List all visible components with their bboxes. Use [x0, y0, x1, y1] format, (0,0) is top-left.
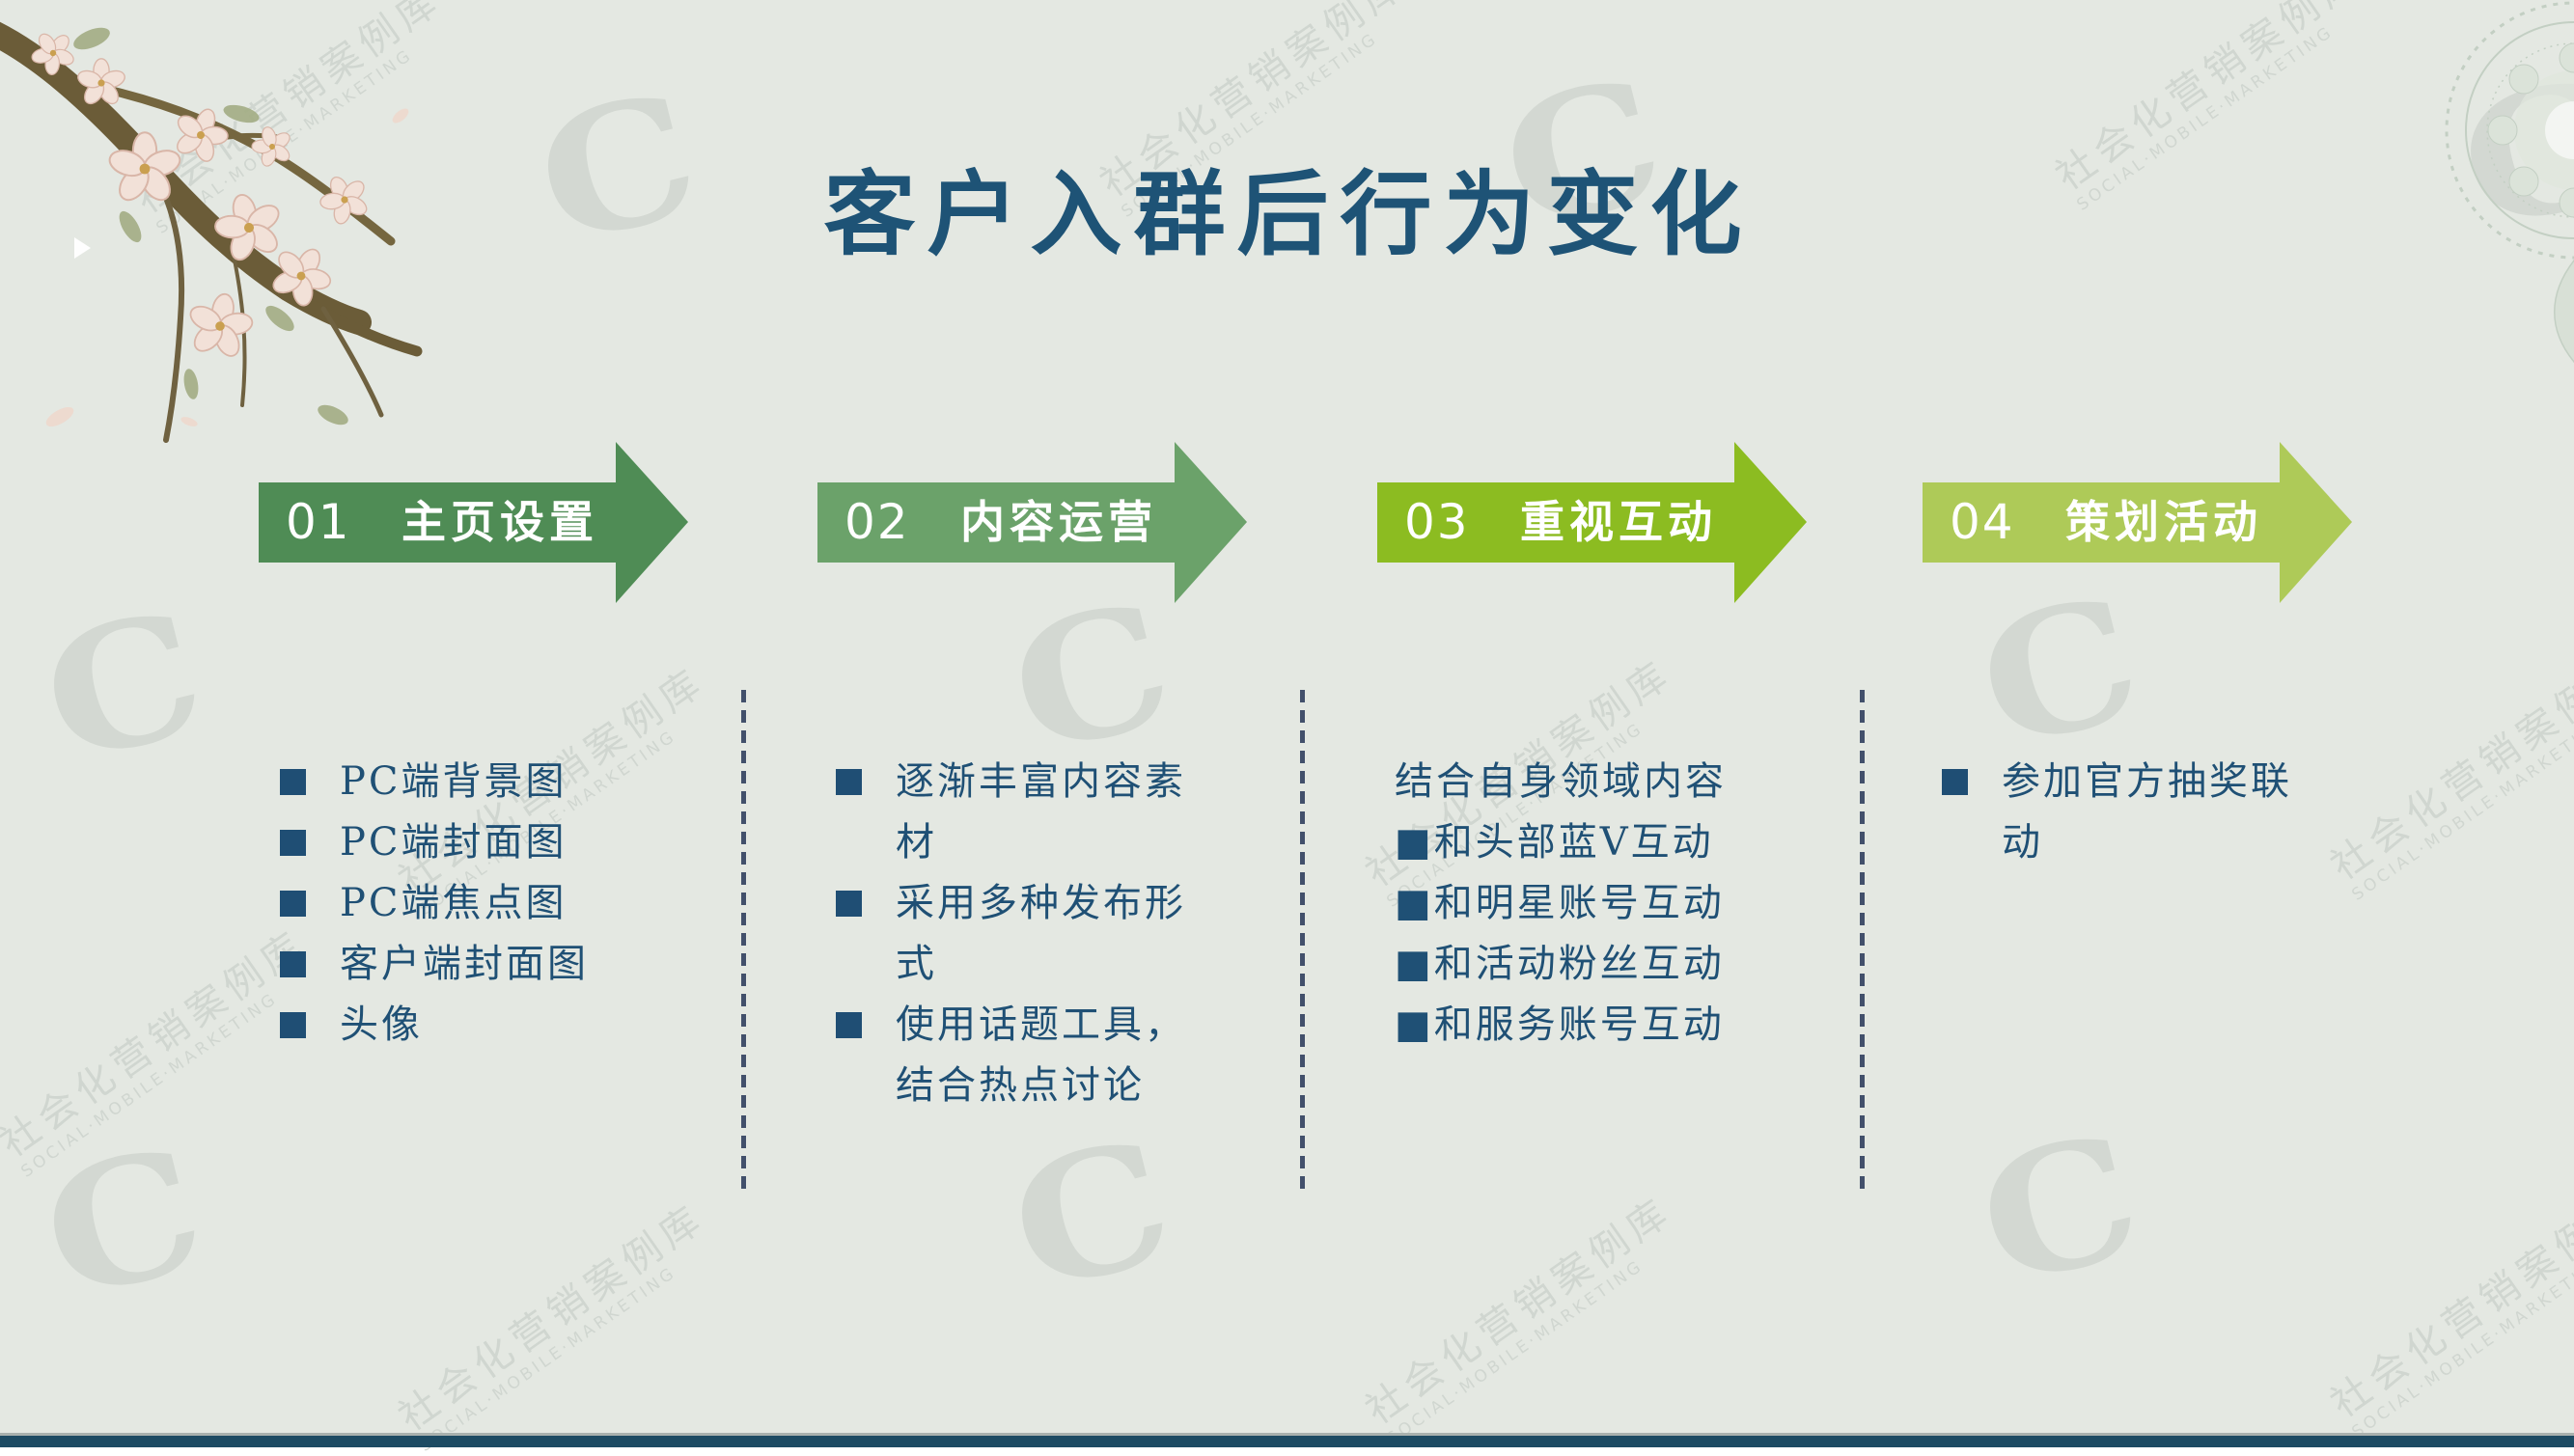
arrow-shape: [259, 442, 688, 603]
list-item: ■和活动粉丝互动: [1395, 942, 1725, 986]
watermark-text: 社会化营销案例库 SOCIAL·MOBILE·MARKETING: [2322, 644, 2574, 905]
arrow-shape: [1923, 442, 2352, 603]
square-bullet-icon: [836, 1012, 862, 1038]
list-item: 逐渐丰富内容素材: [836, 752, 1203, 873]
watermark-logo: C: [1960, 1093, 2159, 1326]
square-bullet-icon: [280, 951, 306, 977]
dashed-divider: [741, 690, 746, 1194]
lace-ornament-decoration: [2445, 1, 2574, 364]
step-label: 主页设置: [401, 496, 598, 548]
step-arrow-2: 02 内容运营: [817, 442, 1247, 603]
watermark-text: 社会化营销案例库 SOCIAL·MOBILE·MARKETING: [1357, 1188, 1681, 1449]
square-bullet-icon: [280, 769, 306, 795]
list-item: 采用多种发布形式: [836, 873, 1203, 995]
list-item: 客户端封面图: [280, 934, 598, 995]
list-item: 参加官方抽奖联动: [1942, 752, 2309, 873]
square-bullet-icon: [836, 769, 862, 795]
play-icon: [74, 237, 91, 259]
step-arrow-4: 04 策划活动: [1923, 442, 2352, 603]
step-1-list: PC端背景图 PC端封面图 PC端焦点图 客户端封面图 头像: [280, 752, 598, 1056]
step-number: 02: [844, 494, 910, 550]
step-arrow-1: 01 主页设置: [259, 442, 688, 603]
list-item: PC端焦点图: [280, 873, 598, 934]
step-number: 03: [1404, 494, 1470, 550]
step-number: 04: [1950, 494, 2015, 550]
step-label: 策划活动: [2065, 496, 2262, 548]
list-item: PC端背景图: [280, 752, 598, 812]
watermark-logo: C: [992, 562, 1191, 794]
list-item: PC端封面图: [280, 812, 598, 873]
footer-bar: [0, 1436, 2574, 1447]
square-bullet-icon: [280, 891, 306, 917]
list-item: 结合自身领域内容: [1395, 759, 1727, 804]
dashed-divider: [1860, 690, 1865, 1194]
square-bullet-icon: [836, 891, 862, 917]
list-item: ■和明星账号互动: [1395, 881, 1725, 925]
step-2-list: 逐渐丰富内容素材 采用多种发布形式 使用话题工具，结合热点讨论: [836, 752, 1203, 1116]
step-number: 01: [286, 494, 351, 550]
watermark-text: 社会化营销案例库 SOCIAL·MOBILE·MARKETING: [2322, 1181, 2574, 1442]
footer-divider-line: [0, 1433, 2574, 1436]
square-bullet-icon: [280, 830, 306, 856]
watermark-logo: C: [24, 570, 223, 803]
step-4-list: 参加官方抽奖联动: [1942, 752, 2309, 873]
arrow-shape: [817, 442, 1247, 603]
arrow-shape: [1377, 442, 1807, 603]
square-bullet-icon: [280, 1012, 306, 1038]
plum-blossom-decoration: [0, 21, 423, 443]
list-item: ■和头部蓝V互动: [1395, 820, 1714, 865]
dashed-divider: [1300, 690, 1305, 1194]
watermark-text: 社会化营销案例库 SOCIAL·MOBILE·MARKETING: [390, 1195, 714, 1456]
square-bullet-icon: [1942, 769, 1968, 795]
step-label: 内容运营: [960, 496, 1157, 548]
step-arrow-3: 03 重视互动: [1377, 442, 1807, 603]
list-item: ■和服务账号互动: [1395, 1003, 1725, 1047]
list-item: 使用话题工具，结合热点讨论: [836, 995, 1203, 1116]
list-item: 头像: [280, 995, 598, 1056]
step-3-list: 结合自身领域内容 ■和头部蓝V互动 ■和明星账号互动 ■和活动粉丝互动 ■和服务…: [1395, 752, 1819, 1056]
watermark-text: 社会化营销案例库 SOCIAL·MOBILE·MARKETING: [2047, 0, 2371, 215]
watermark-logo: C: [992, 1099, 1191, 1332]
step-label: 重视互动: [1520, 496, 1717, 548]
slide-title: 客户入群后行为变化: [823, 161, 1754, 268]
